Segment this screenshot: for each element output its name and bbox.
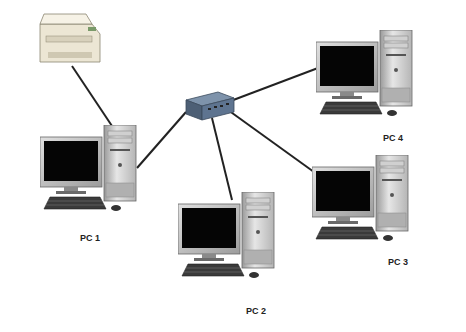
pc-label: PC 2 bbox=[246, 306, 266, 316]
pc-icon bbox=[316, 30, 412, 116]
pc-label: PC 3 bbox=[388, 257, 408, 267]
printer-icon bbox=[40, 14, 100, 62]
pc-icon bbox=[40, 125, 136, 211]
pc-icon bbox=[178, 192, 274, 278]
pc-icon bbox=[312, 155, 408, 241]
pc-label: PC 1 bbox=[80, 233, 100, 243]
network-switch bbox=[186, 92, 234, 120]
pc-label: PC 4 bbox=[383, 133, 403, 143]
